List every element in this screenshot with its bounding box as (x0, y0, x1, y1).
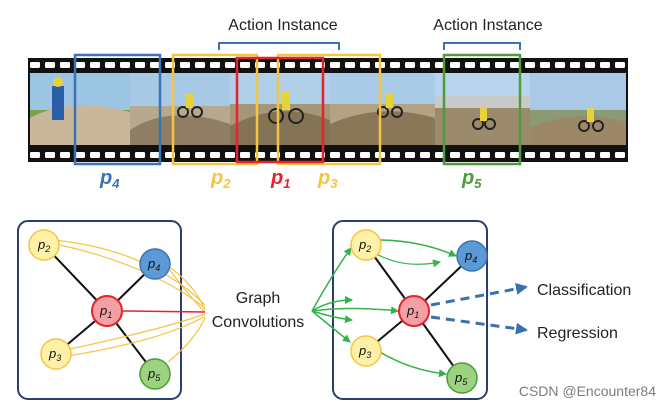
film-strip (28, 58, 628, 162)
left-node-p2: p2 (28, 229, 60, 261)
svg-text:p3: p3 (48, 346, 61, 363)
film-frame (230, 73, 330, 145)
proposal-box-p5 (442, 53, 522, 166)
action-instance-bracket-2 (443, 42, 521, 50)
proposal-label-p3: p3 (317, 167, 338, 191)
right-node-p5: p5 (446, 362, 478, 394)
left-node-p1: p1 (91, 295, 123, 327)
film-frame (435, 73, 530, 145)
right-graph-fan-arrows (311, 239, 457, 378)
right-node-p2: p2 (350, 229, 382, 261)
svg-text:p4: p4 (464, 248, 477, 265)
film-sprockets-top (28, 60, 628, 70)
left-graph-fan-lines (53, 239, 206, 363)
proposal-label-p1: p1 (270, 167, 290, 191)
proposal-box-p3 (276, 53, 382, 166)
left-node-p5: p5 (139, 358, 171, 390)
svg-text:p2: p2 (37, 237, 50, 254)
film-frame (530, 73, 626, 145)
proposal-box-p1 (235, 56, 325, 164)
graph-convolutions-line1: Graph (236, 290, 280, 307)
watermark: CSDN @Encounter84 (519, 383, 656, 399)
classification-label: Classification (537, 282, 631, 299)
proposal-box-p2 (171, 53, 259, 166)
left-node-p4: p4 (139, 248, 171, 280)
proposal-label-p2: p2 (210, 167, 231, 191)
right-node-p4: p4 (456, 240, 488, 272)
svg-text:p4: p4 (147, 256, 160, 273)
film-frame (130, 73, 230, 145)
svg-text:p2: p2 (358, 237, 371, 254)
film-sprockets-bottom (28, 148, 628, 158)
action-instance-bracket-1 (218, 42, 340, 50)
svg-text:p5: p5 (147, 366, 161, 383)
right-node-p3: p3 (350, 335, 382, 367)
svg-text:p3: p3 (358, 343, 371, 360)
proposal-label-p5: p5 (461, 167, 482, 191)
action-instance-label-1: Action Instance (228, 17, 338, 34)
regression-label: Regression (537, 325, 618, 342)
svg-text:p5: p5 (454, 370, 468, 387)
classification-arrow (430, 282, 528, 307)
action-instance-label-2: Action Instance (433, 17, 543, 34)
left-graph-panel (17, 220, 182, 400)
right-node-p1: p1 (398, 295, 430, 327)
film-frame (30, 73, 130, 145)
proposal-box-p4 (73, 53, 162, 166)
right-graph-panel (332, 220, 488, 400)
graph-convolutions-line2: Convolutions (212, 314, 305, 331)
film-frame (330, 73, 435, 145)
svg-text:p1: p1 (99, 303, 112, 320)
svg-text:p1: p1 (406, 303, 419, 320)
left-node-p3: p3 (40, 338, 72, 370)
proposal-label-p4: p4 (99, 167, 120, 191)
regression-arrow (430, 315, 528, 335)
